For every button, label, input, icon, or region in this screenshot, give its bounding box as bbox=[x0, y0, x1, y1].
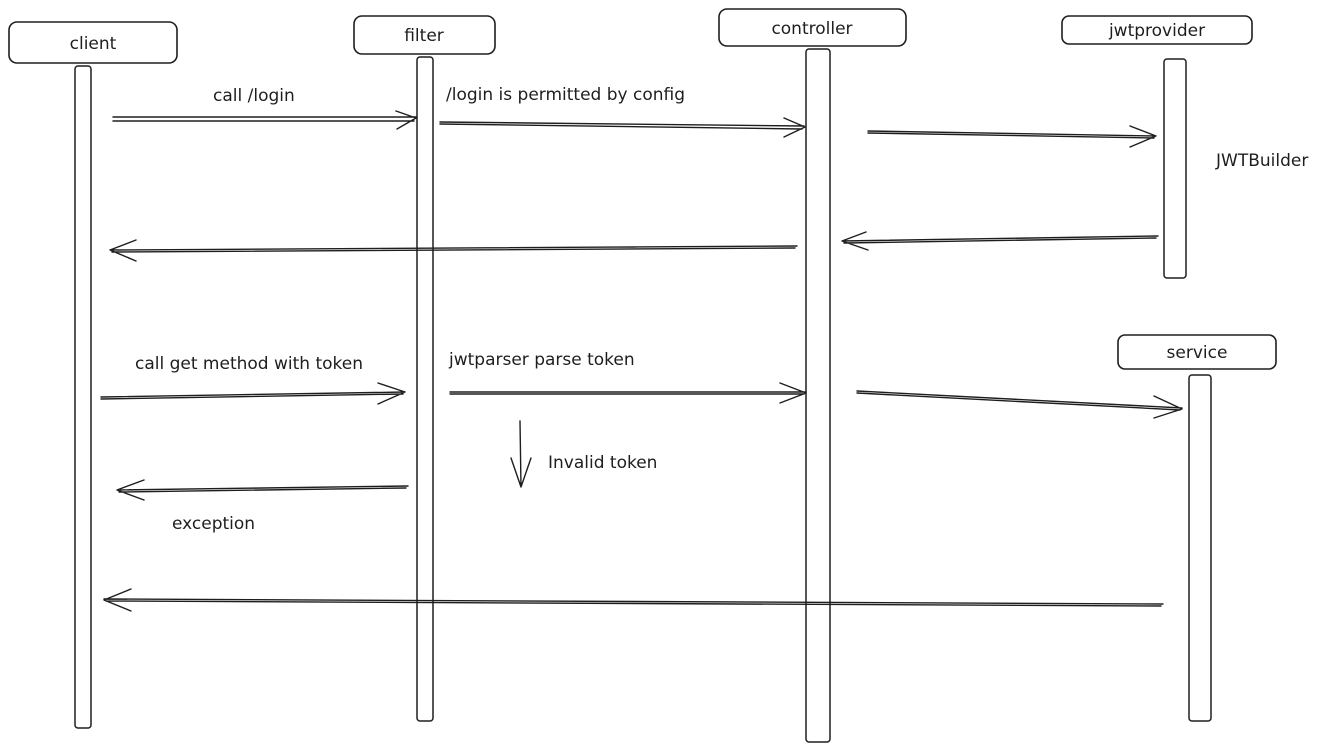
invalid-token-label: Invalid token bbox=[548, 453, 657, 473]
arrow-controller-to-client bbox=[109, 239, 798, 262]
service-participant: service bbox=[1117, 334, 1277, 370]
jwtprovider-participant: jwtprovider bbox=[1061, 15, 1253, 45]
arrow-jwtprovider-to-controller bbox=[841, 231, 1159, 251]
arrow-client-to-filter-get bbox=[100, 382, 406, 405]
controller-label: controller bbox=[771, 19, 852, 39]
arrow-client-to-filter-login bbox=[112, 110, 417, 130]
call-get-label: call get method with token bbox=[135, 354, 363, 374]
service-lifeline bbox=[1188, 374, 1212, 722]
client-participant: client bbox=[8, 21, 178, 64]
client-lifeline bbox=[74, 65, 92, 729]
service-label: service bbox=[1167, 343, 1228, 363]
jwtprovider-lifeline bbox=[1163, 58, 1187, 279]
arrow-filter-to-client-exception bbox=[116, 479, 409, 501]
jwt-builder-label: JWTBuilder bbox=[1215, 151, 1308, 171]
login-permitted-label: /login is permitted by config bbox=[446, 85, 685, 105]
exception-label: exception bbox=[172, 514, 255, 534]
arrow-filter-to-controller-parse bbox=[449, 382, 807, 404]
arrow-invalid-token-down bbox=[510, 420, 532, 488]
controller-lifeline bbox=[805, 48, 831, 743]
arrow-controller-to-jwtprovider bbox=[867, 125, 1157, 148]
filter-participant: filter bbox=[353, 15, 496, 55]
filter-lifeline bbox=[416, 56, 434, 722]
arrow-filter-to-controller-login bbox=[439, 117, 806, 138]
filter-label: filter bbox=[404, 26, 444, 46]
arrow-controller-to-service bbox=[856, 390, 1183, 419]
arrow-service-to-client bbox=[103, 588, 1164, 612]
controller-participant: controller bbox=[718, 8, 907, 47]
jwtparser-label: jwtparser parse token bbox=[448, 350, 635, 370]
client-label: client bbox=[70, 34, 117, 54]
call-login-label: call /login bbox=[213, 86, 295, 106]
jwtprovider-label: jwtprovider bbox=[1108, 21, 1205, 41]
